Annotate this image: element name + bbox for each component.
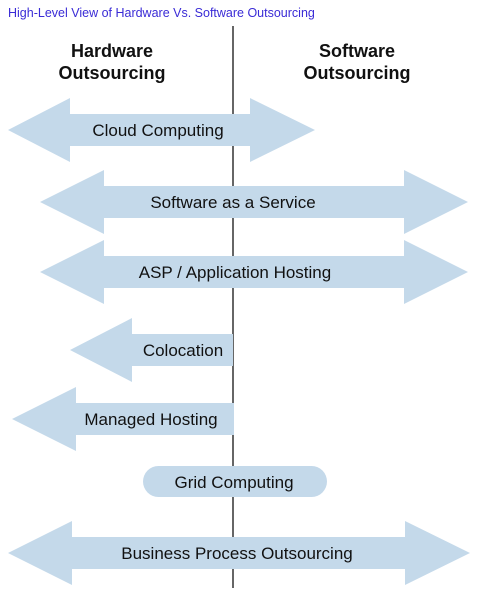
colocation-label: Colocation [143, 341, 223, 360]
grid-computing-label: Grid Computing [174, 473, 293, 492]
saas-label: Software as a Service [150, 193, 315, 212]
diagram-title: High-Level View of Hardware Vs. Software… [8, 6, 315, 20]
software-column-heading: Software Outsourcing [272, 40, 442, 84]
grid-computing-bar: Grid Computing [143, 466, 327, 497]
saas-shape [40, 170, 468, 234]
bpo-arrow: Business Process Outsourcing [8, 521, 470, 585]
software-heading-line1: Software [318, 41, 396, 61]
bpo-shape [8, 521, 470, 585]
asp-hosting-arrow: ASP / Application Hosting [40, 240, 468, 304]
asp-hosting-shape [40, 240, 468, 304]
software-heading-line2: Outsourcing [303, 63, 411, 83]
asp-hosting-label: ASP / Application Hosting [139, 263, 331, 282]
hardware-heading-line1: Hardware [70, 41, 154, 61]
managed-hosting-shape [12, 387, 234, 451]
colocation-shape [70, 318, 233, 382]
bpo-label: Business Process Outsourcing [121, 544, 353, 563]
hardware-heading-line2: Outsourcing [58, 63, 166, 83]
managed-hosting-label: Managed Hosting [84, 410, 217, 429]
managed-hosting-arrow: Managed Hosting [12, 387, 234, 451]
hardware-column-heading: Hardware Outsourcing [27, 40, 197, 84]
cloud-computing-label: Cloud Computing [92, 121, 223, 140]
cloud-computing-arrow: Cloud Computing [8, 98, 315, 162]
colocation-arrow: Colocation [70, 318, 233, 382]
grid-computing-shape [143, 466, 327, 497]
cloud-computing-shape [8, 98, 315, 162]
saas-arrow: Software as a Service [40, 170, 468, 234]
